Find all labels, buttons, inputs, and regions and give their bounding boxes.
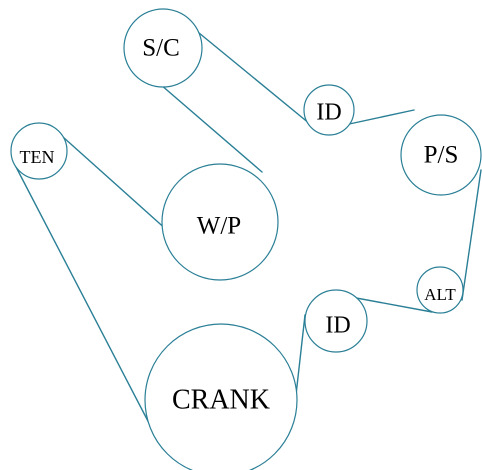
pulley-id-top-label: ID bbox=[316, 100, 341, 126]
pulley-ten-label: TEN bbox=[20, 147, 55, 167]
pulley-ten: TEN bbox=[10, 122, 68, 180]
pulley-id-top-circle bbox=[303, 84, 355, 136]
belt-segment-sc-to-id bbox=[181, 18, 311, 125]
pulley-ps-label: P/S bbox=[424, 142, 459, 169]
belt-segment-id-to-ps bbox=[339, 109, 415, 127]
belt-segment-ten-to-wp bbox=[62, 136, 179, 241]
pulley-sc-circle bbox=[123, 8, 203, 88]
pulley-id-bottom-label: ID bbox=[325, 313, 350, 339]
pulley-ten-circle bbox=[10, 122, 68, 180]
pulley-crank-label: CRANK bbox=[172, 384, 270, 415]
pulley-wp-circle bbox=[161, 163, 279, 281]
pulley-id-bottom: ID bbox=[304, 289, 368, 353]
pulley-sc: S/C bbox=[123, 8, 203, 88]
pulley-sc-label: S/C bbox=[142, 35, 180, 62]
pulley-ps: P/S bbox=[400, 114, 482, 196]
pulley-alt-label: ALT bbox=[424, 285, 456, 304]
belt-segment-id-to-crank bbox=[295, 314, 306, 396]
pulley-wp: W/P bbox=[161, 163, 279, 281]
pulley-crank: CRANK bbox=[144, 323, 298, 470]
serpentine-belt bbox=[14, 18, 482, 426]
pulley-id-top: ID bbox=[303, 84, 355, 136]
belt-segment-wp-to-sc bbox=[145, 71, 263, 173]
pulley-alt-circle bbox=[416, 266, 464, 314]
pulley-crank-circle bbox=[144, 323, 298, 470]
pulley-ps-circle bbox=[400, 114, 482, 196]
pulley-wp-label: W/P bbox=[197, 213, 241, 240]
pulley-id-bottom-circle bbox=[304, 289, 368, 353]
belt-segment-crank-to-ten bbox=[14, 164, 151, 426]
pulley-alt: ALT bbox=[416, 266, 464, 314]
belt-segment-ps-to-alt bbox=[461, 169, 482, 301]
